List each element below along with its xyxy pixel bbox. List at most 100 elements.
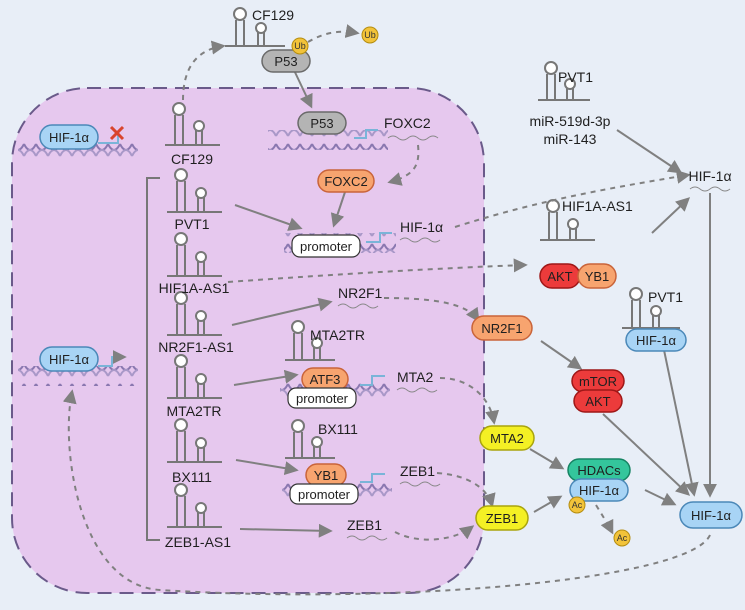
- hif-final-label: HIF-1α: [691, 508, 732, 523]
- dash-foxc2-translate: [387, 144, 420, 186]
- hif-left-label: HIF-1α: [49, 352, 90, 367]
- zeb1-as1-label: ZEB1-AS1: [165, 534, 231, 550]
- zeb1-protein-label: ZEB1: [486, 511, 519, 526]
- yb1-cell-label: YB1: [314, 468, 339, 483]
- dash-zeb1-translate-2: [394, 525, 475, 541]
- nr2f1-protein-label: NR2F1: [481, 321, 522, 336]
- hif1a-as1-label: HIF1A-AS1: [159, 280, 230, 296]
- dash-hif1aas1-to-akt: [227, 258, 528, 283]
- arrow-foxc2-to-promoter: [330, 191, 346, 228]
- hdacs-label: HDACs: [577, 463, 621, 478]
- arrows-solid: [231, 67, 717, 538]
- lncrna-hif1a-as1-glyph: [167, 232, 222, 277]
- lncrna-cf129-cell-glyph: [165, 102, 220, 146]
- arrow-zeb1as1-to-zeb1: [239, 523, 333, 538]
- bx111-top-label: BX111: [318, 421, 358, 437]
- hif-left-pill: [39, 346, 99, 372]
- lncrna-hif1a-as1-right-glyph: [540, 199, 595, 241]
- foxc2-protein-label: FOXC2: [324, 174, 367, 189]
- ub-icon: [291, 37, 309, 55]
- cf129-top-label: CF129: [252, 7, 294, 23]
- nr2f1-protein-pill: [471, 315, 533, 341]
- lncrna-bx111-top-glyph: [285, 419, 335, 459]
- arrow-pvt1-to-promoter: [234, 204, 303, 231]
- zeb1-mrna-a-label: ZEB1: [400, 463, 435, 479]
- promoter-zeb1-box: [289, 483, 359, 505]
- mir-519-label: miR-519d-3p: [530, 113, 611, 129]
- akt-2-label: AKT: [585, 394, 610, 409]
- hif-mrna-main-label: HIF-1α: [400, 219, 443, 235]
- ac-label-1: Ac: [572, 500, 583, 510]
- promoter-mta2-box: [287, 387, 357, 409]
- lncrna-zeb1-as1-glyph: [167, 483, 222, 528]
- promoter-mta2-label: promoter: [296, 391, 349, 406]
- ac-icon: [568, 496, 586, 514]
- arrow-p53-to-nucleus: [292, 67, 313, 109]
- hif-bound-pill: [625, 328, 687, 352]
- foxc2-gene-label: FOXC2: [384, 115, 431, 131]
- arrow-mir-to-hif: [616, 129, 683, 174]
- dna-foxc2: [268, 130, 388, 150]
- zeb1-protein-pill: [475, 505, 529, 531]
- p53-top-label: P53: [274, 54, 297, 69]
- ub-label-2: Ub: [364, 30, 376, 40]
- hif-hdac-label: HIF-1α: [579, 483, 620, 498]
- foxc2-protein-pill: [317, 169, 375, 193]
- mta2-protein-pill: [479, 425, 535, 451]
- ac-icon: [613, 529, 631, 547]
- pvt1-label: PVT1: [174, 216, 209, 232]
- arrow-hif1aas1-to-hif: [651, 197, 691, 234]
- p53-mid-label: P53: [310, 116, 333, 131]
- hif1a-as1-right-label: HIF1A-AS1: [562, 198, 633, 214]
- yb1-right-pill: [577, 263, 617, 289]
- mtor-label: mTOR: [579, 374, 617, 389]
- mta2tr-label: MTA2TR: [167, 403, 222, 419]
- dash-ub-release: [307, 24, 360, 43]
- lncrna-cf129-top-glyph: [225, 7, 285, 47]
- lncrna-nr2f1-as1-glyph: [167, 291, 222, 336]
- p53-mid-pill: [297, 111, 347, 135]
- hif-top-pill: [39, 124, 99, 150]
- promoter-zeb1-label: promoter: [298, 487, 351, 502]
- arrow-akt-to-hif: [602, 413, 691, 496]
- lncrna-pvt1-glyph: [167, 168, 222, 213]
- hif-final-pill: [679, 501, 743, 529]
- ub-icon: [361, 26, 379, 44]
- dash-nr2f1-translate: [383, 297, 480, 323]
- atf3-label: ATF3: [310, 372, 341, 387]
- lncrna-pvt1-right-glyph: [538, 61, 590, 101]
- arrow-zeb1-to-hdacs: [533, 495, 563, 513]
- akt-1-label: AKT: [547, 269, 572, 284]
- inhibit-x-icon: [109, 125, 125, 141]
- hif-bound-label: HIF-1α: [636, 333, 677, 348]
- arrow-hdacs-to-hif: [644, 489, 677, 506]
- hif-hdac-pill: [569, 478, 629, 502]
- mta2tr-top-label: MTA2TR: [310, 327, 365, 343]
- arrow-mta2tr-to-atf3: [233, 369, 299, 386]
- cf129-cell-label: CF129: [171, 151, 213, 167]
- lncrna-pvt1-right2-glyph: [622, 287, 680, 329]
- arrows-dashed: [62, 24, 711, 596]
- promoter-main-label: promoter: [300, 239, 353, 254]
- zeb1-mrna-b-label: ZEB1: [347, 517, 382, 533]
- dash-feedback-loop: [62, 389, 711, 596]
- yb1-right-label: YB1: [585, 269, 610, 284]
- arrow-bx111-to-yb1: [235, 459, 299, 476]
- dash-zeb1-translate: [436, 472, 496, 508]
- mta2-mrna-label: MTA2: [397, 369, 434, 385]
- arrow-nr2f1-to-mtor: [540, 340, 583, 370]
- arrow-mta2-to-hdacs: [529, 448, 565, 470]
- lncrna-bx111-glyph: [167, 418, 222, 463]
- promoter-main-box: [291, 234, 361, 258]
- hif-top-label: HIF-1α: [49, 130, 90, 145]
- pvt1-right-label: PVT1: [558, 69, 593, 85]
- nr2f1-as1-label: NR2F1-AS1: [158, 339, 234, 355]
- pvt1-right2-label: PVT1: [648, 289, 683, 305]
- mta2-protein-label: MTA2: [490, 431, 524, 446]
- lncrna-bracket: [146, 177, 160, 541]
- dash-ac-release: [595, 504, 614, 535]
- nr2f1-mrna-label: NR2F1: [338, 285, 383, 301]
- mir-143-label: miR-143: [544, 131, 597, 147]
- ac-label-2: Ac: [617, 533, 628, 543]
